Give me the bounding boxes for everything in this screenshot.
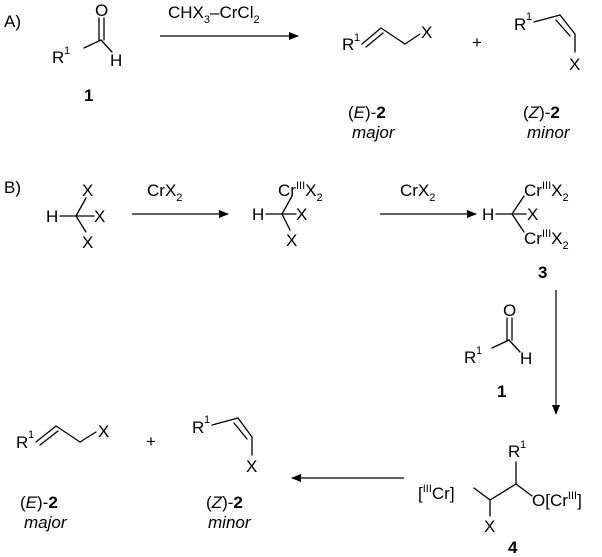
atom-X: X	[527, 205, 538, 224]
minor-label: minor	[527, 123, 571, 142]
compound-label-1: 1	[84, 86, 93, 105]
e-2-label-bottom: (E)-2	[20, 493, 58, 512]
atom-R: R	[514, 15, 526, 34]
major-label-bottom: major	[24, 513, 68, 532]
atom-H: H	[482, 205, 494, 224]
cr-bracket-left: [IIICr]	[418, 483, 455, 503]
atom-R: R	[16, 433, 28, 452]
compound-label-4: 4	[508, 538, 518, 557]
atom-H: H	[252, 205, 264, 224]
chromium-group-bottom: CrIIIX2	[524, 228, 569, 252]
reagent-crx2-1: CrX2	[147, 181, 182, 204]
product-z-2-structure: R 1 X	[514, 11, 580, 74]
compound-label-3: 3	[538, 263, 547, 282]
chromium-group-top: CrIIIX2	[524, 180, 569, 204]
atom-H: H	[46, 207, 58, 226]
product-e-2-structure: R 1 X	[342, 23, 432, 54]
atom-X: X	[484, 517, 495, 536]
atom-X: X	[82, 181, 93, 200]
product-e-2-bottom: R 1 X	[16, 422, 109, 452]
z-2-label-bottom: (Z)-2	[206, 493, 243, 512]
atom-X: X	[296, 205, 307, 224]
atom-R-superscript: 1	[520, 439, 526, 451]
atom-O: O	[95, 1, 108, 20]
plus-sign: +	[146, 432, 156, 451]
cr-carbenoid-intermediate: H CrIIIX2 X X	[252, 180, 323, 250]
atom-H: H	[110, 51, 122, 70]
atom-R-superscript: 1	[28, 429, 34, 441]
reagent-chx3-crcl2: CHX3–CrCl2	[168, 3, 260, 26]
panel-label-b: B)	[4, 178, 21, 197]
major-label: major	[352, 123, 396, 142]
haloform-structure: H X X X	[46, 181, 105, 252]
reagent-crx2-2: CrX2	[400, 181, 435, 204]
atom-H: H	[520, 349, 532, 368]
plus-sign: +	[472, 33, 482, 52]
atom-R: R	[52, 48, 64, 67]
aldehyde-1-reagent: O R 1 H 1	[464, 301, 532, 401]
atom-X: X	[569, 55, 580, 74]
atom-R-superscript: 1	[476, 345, 482, 357]
atom-X: X	[286, 231, 297, 250]
compound-label-1: 1	[497, 382, 506, 401]
atom-R: R	[508, 442, 520, 461]
atom-X: X	[246, 457, 257, 476]
atom-O: O	[503, 301, 516, 320]
atom-X: X	[98, 422, 109, 441]
atom-R: R	[342, 35, 354, 54]
atom-R-superscript: 1	[354, 32, 360, 44]
atom-X: X	[421, 23, 432, 42]
atom-R: R	[464, 348, 476, 367]
aldehyde-1-structure: O R 1 H 1	[52, 1, 122, 105]
minor-label-bottom: minor	[208, 513, 252, 532]
o-cr-group: O[CrIII]	[532, 490, 582, 510]
chromium-group: CrIIIX2	[278, 180, 323, 204]
atom-R: R	[192, 418, 204, 437]
atom-R-superscript: 1	[526, 11, 532, 23]
atom-X: X	[94, 207, 105, 226]
atom-R-superscript: 1	[64, 45, 70, 57]
product-z-2-bottom: R 1 X	[192, 414, 257, 476]
intermediate-4-structure: [IIICr] R 1 O[CrIII] X 4	[418, 439, 582, 557]
atom-R-superscript: 1	[204, 414, 210, 426]
panel-label-a: A)	[4, 12, 21, 31]
gem-dichromium-3-structure: H CrIIIX2 X CrIIIX2 3	[482, 180, 569, 282]
atom-X: X	[82, 233, 93, 252]
z-2-label: (Z)-2	[523, 103, 560, 122]
e-2-label: (E)-2	[348, 103, 386, 122]
